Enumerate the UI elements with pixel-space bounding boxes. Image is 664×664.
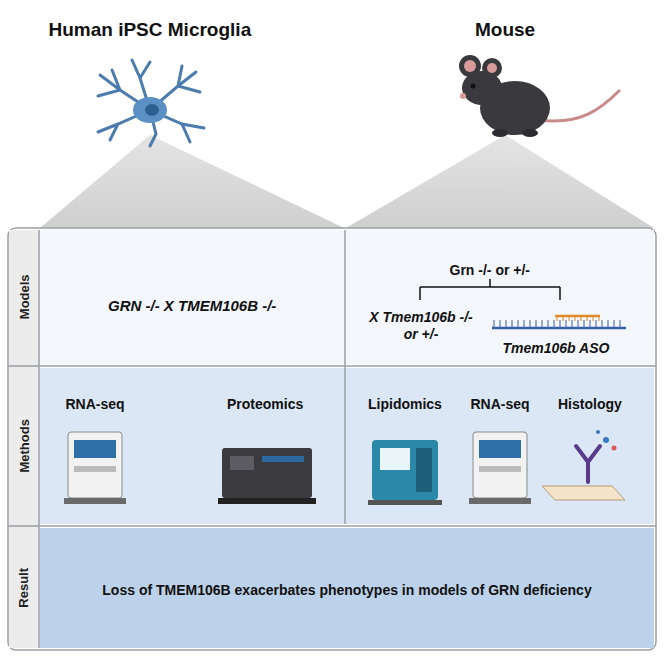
bracket <box>420 279 560 300</box>
panel-frame <box>8 228 656 650</box>
grid-lines <box>8 230 656 648</box>
cell-text: RNA-seq <box>66 396 125 413</box>
mass-spectrometer <box>218 448 316 504</box>
sequencer <box>64 432 126 504</box>
cell-text: Lipidomics <box>368 396 442 413</box>
models-row <box>40 230 654 364</box>
cell-text: Histology <box>558 396 622 413</box>
cell-text: Loss of TMEM106B exacerbates phenotypes … <box>57 582 637 599</box>
model-cell: Grn -/- or +/- X Tmem106b -/- or +/- Tmem1… <box>346 230 654 366</box>
column-heading: Human iPSC Microglia <box>49 19 252 42</box>
cell-text: RNA-seq <box>471 396 530 413</box>
microglia-cell <box>98 60 204 146</box>
cell-text: X Tmem106b -/- or +/- <box>361 309 481 343</box>
row-label: Methods <box>16 419 32 472</box>
cell-text: GRN -/- X TMEM106B -/- <box>108 297 276 315</box>
cell-text: Grn -/- or +/- <box>450 262 531 279</box>
aso-strand <box>492 316 626 328</box>
cell-text: Tmem106b ASO <box>503 340 610 357</box>
row-label: Result <box>16 568 32 608</box>
aso-ticks <box>494 320 620 328</box>
beam <box>40 135 344 228</box>
method-cell: Lipidomics RNA-seq Histology <box>346 368 654 524</box>
row-label: Models <box>16 274 32 319</box>
sequencer <box>469 432 531 504</box>
cell-text: Proteomics <box>227 396 303 413</box>
microglia-body <box>133 97 167 123</box>
lc-ms-instrument <box>368 440 442 505</box>
microglia-nucleus <box>145 104 159 116</box>
row-tab: Methods <box>9 368 39 524</box>
result-row <box>40 528 654 648</box>
histology-slide <box>542 430 625 500</box>
method-cell: RNA-seq Proteomics <box>40 368 345 524</box>
column-heading: Mouse <box>475 19 535 42</box>
aso-ticks <box>557 316 599 321</box>
result-cell: Loss of TMEM106B exacerbates phenotypes … <box>40 528 654 648</box>
model-cell: GRN -/- X TMEM106B -/- <box>40 230 345 366</box>
row-tab: Models <box>9 230 39 364</box>
methods-row <box>40 368 654 524</box>
tab-column <box>9 230 39 648</box>
row-tab: Result <box>9 528 39 648</box>
mouse <box>459 55 620 137</box>
beam <box>346 135 654 228</box>
